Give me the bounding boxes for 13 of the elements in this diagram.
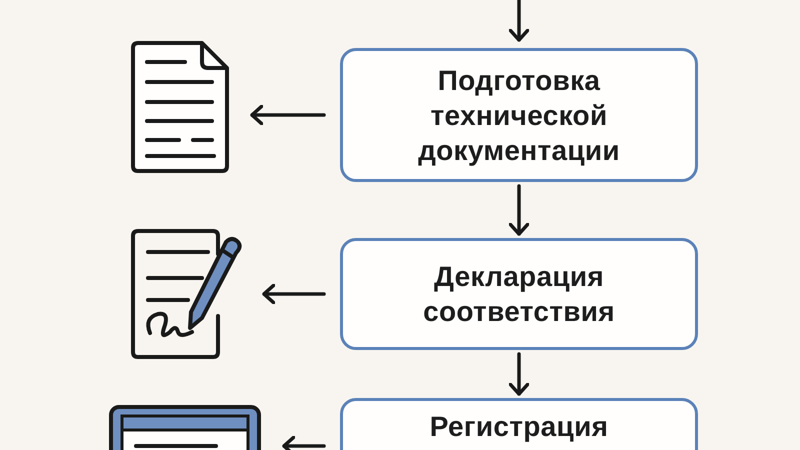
- process-box: [340, 238, 698, 350]
- arrow: [508, 352, 530, 396]
- arrow: [508, 0, 530, 42]
- arrow: [262, 283, 326, 305]
- step-label: Подготовка технической документации: [417, 64, 621, 168]
- arrow: [250, 104, 326, 126]
- process-box: [340, 48, 698, 182]
- arrow: [508, 184, 530, 236]
- step-label: Регистрация: [430, 410, 608, 444]
- signed-document-icon: [130, 228, 242, 360]
- step-label: Декларация соответствия: [422, 260, 616, 329]
- document-icon: [130, 40, 230, 174]
- arrow: [282, 435, 326, 450]
